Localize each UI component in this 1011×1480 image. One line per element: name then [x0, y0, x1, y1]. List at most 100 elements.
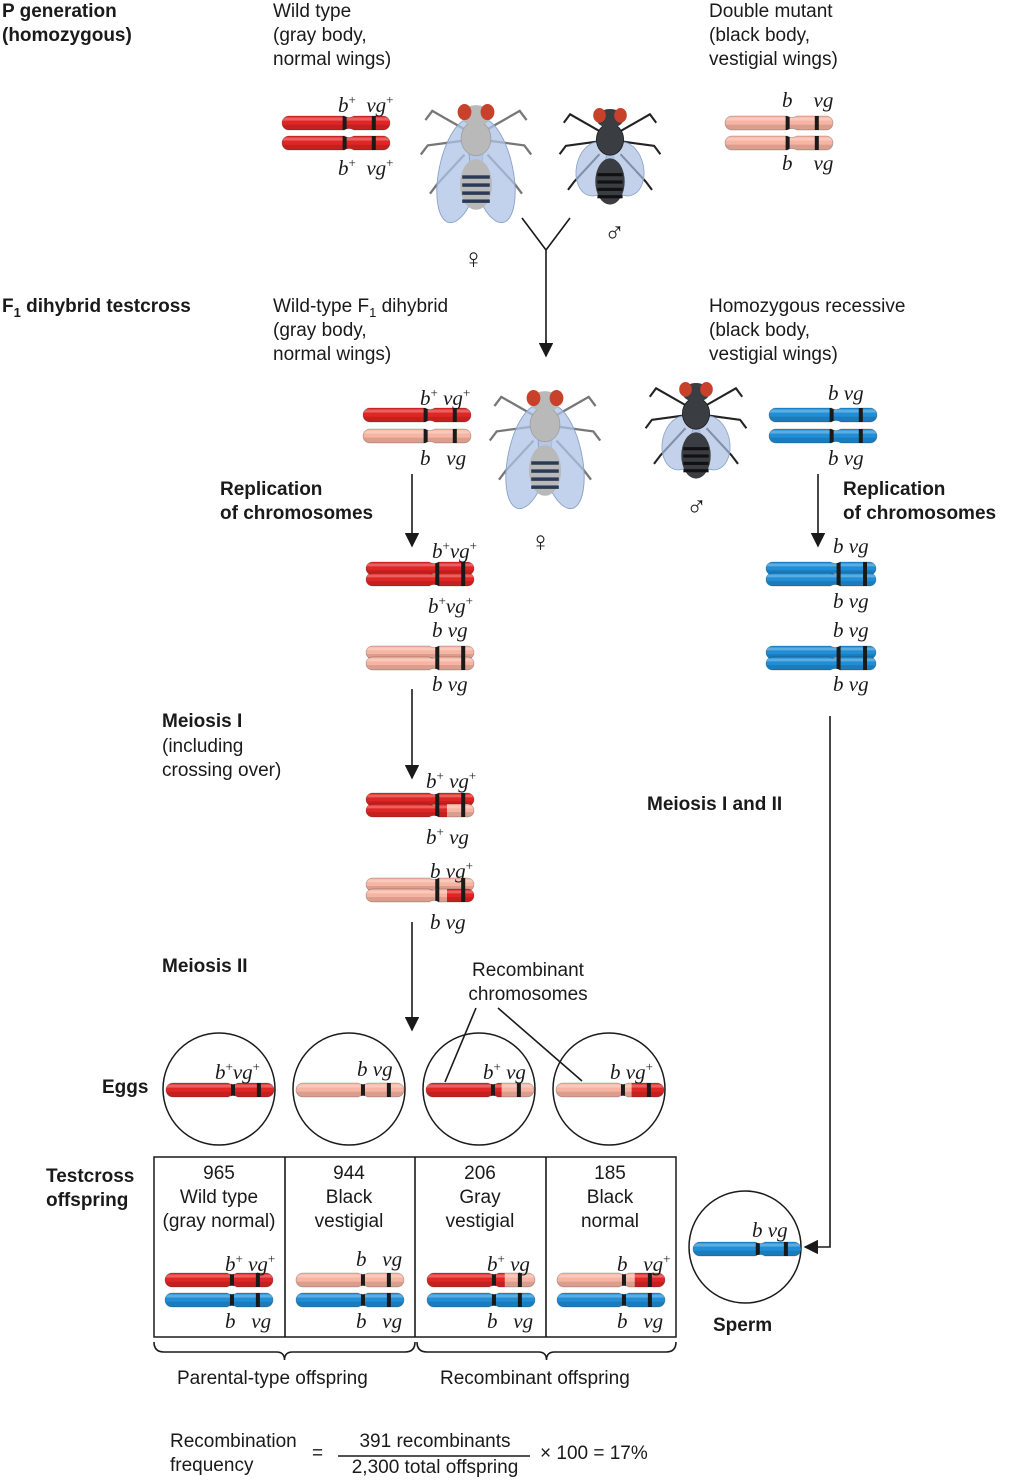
replication-right-sublabel: of chromosomes — [843, 503, 997, 524]
recessive-desc-1: (black body, — [709, 320, 811, 341]
wild-type-desc-2: normal wings) — [273, 49, 392, 70]
gene-label-rep-red-bottom: b+vg+ — [428, 593, 474, 618]
eggs-label: Eggs — [102, 1077, 149, 1098]
gene-label-rep-blue1-top: b vg — [833, 534, 869, 558]
offspring-4-line1: Black — [586, 1187, 634, 1208]
wild-type-label: Wild type — [273, 1, 352, 22]
f1-wild-type-label: Wild-type F1 dihybrid — [273, 296, 449, 320]
p-generation-sublabel: (homozygous) — [2, 25, 132, 46]
female-symbol-p: ♀ — [463, 243, 484, 274]
wild-type-desc-1: (gray body, — [273, 25, 367, 46]
f1-wild-type-desc-1: (gray body, — [273, 320, 367, 341]
fly-f1-female — [488, 390, 602, 510]
gene-label-rep-blue1-bottom: b vg — [833, 589, 869, 613]
egg-4-chromosome — [555, 1082, 665, 1098]
line-to-sperm — [806, 716, 831, 1248]
fly-wild-type-female — [419, 104, 533, 224]
meiosis-1-sub-2: crossing over) — [162, 760, 282, 781]
recombinant-chromosomes-sublabel: chromosomes — [468, 984, 588, 1005]
chromosome-p-mutant-2 — [724, 135, 834, 151]
double-mutant-label: Double mutant — [709, 1, 833, 22]
formula-tail: × 100 = 17% — [540, 1443, 648, 1464]
offspring-4-line2: normal — [580, 1211, 640, 1232]
offspring-2-gene-bottom: b vg — [356, 1309, 403, 1333]
chromosome-m1-red-b — [365, 803, 475, 818]
recessive-label: Homozygous recessive — [709, 296, 906, 317]
offspring-1-chromosome-top — [164, 1272, 274, 1288]
recombinant-offspring-label: Recombinant offspring — [440, 1368, 630, 1389]
formula-lhs-2: frequency — [170, 1455, 254, 1476]
recombinant-brace — [416, 1341, 677, 1361]
egg-1-chromosome — [165, 1082, 275, 1098]
chromosome-rep-blue-2-a — [765, 645, 877, 660]
meiosis-2-label: Meiosis II — [162, 956, 248, 977]
gene-label-rep-pink-bottom: b vg — [432, 672, 468, 696]
offspring-2-chromosome-bottom — [295, 1292, 405, 1308]
offspring-3-gene-bottom: b vg — [487, 1309, 534, 1333]
chromosome-p-wild-1 — [281, 115, 391, 131]
offspring-3-chromosome-top — [426, 1272, 536, 1288]
offspring-2-chromosome-top — [295, 1272, 405, 1288]
offspring-3-gene-top: b+ vg — [487, 1251, 530, 1276]
gene-label-rec-bottom: b vg — [828, 446, 864, 470]
chromosome-rep-blue-1-b — [765, 572, 877, 587]
female-symbol-f1: ♀ — [530, 526, 551, 557]
double-mutant-desc-2: vestigial wings) — [709, 49, 838, 70]
recombinant-pointer-2 — [497, 1007, 583, 1082]
chromosome-m1-pink-b — [365, 888, 475, 903]
offspring-1-line1: Wild type — [179, 1187, 259, 1208]
gene-label-p-wild-bottom: b+ vg+ — [338, 155, 394, 180]
meiosis-1-label: Meiosis I — [162, 711, 243, 732]
offspring-4-count: 185 — [594, 1163, 626, 1184]
replication-right-label: Replication — [843, 479, 946, 500]
egg-2-gene-label: b vg — [357, 1057, 393, 1081]
replication-left-sublabel: of chromosomes — [220, 503, 374, 524]
p-cross-lines — [521, 217, 571, 355]
offspring-4-chromosome-top — [556, 1272, 666, 1288]
egg-4-gene-label: b vg+ — [610, 1059, 653, 1084]
parental-offspring-label: Parental-type offspring — [177, 1368, 368, 1389]
offspring-3-count: 206 — [464, 1163, 496, 1184]
chromosome-rep-blue-2-b — [765, 656, 877, 671]
formula-numerator: 391 recombinants — [359, 1431, 511, 1452]
recombinant-pointer-1 — [444, 1007, 477, 1083]
gene-label-m1-red-bottom: b+ vg — [426, 824, 469, 849]
offspring-3-chromosome-bottom — [426, 1292, 536, 1308]
p-generation-label: P generation — [2, 1, 117, 22]
offspring-2-count: 944 — [333, 1163, 365, 1184]
egg-3-gene-label: b+ vg — [483, 1059, 526, 1084]
testcross-offspring-sublabel: offspring — [46, 1190, 129, 1211]
offspring-4-chromosome-bottom — [556, 1292, 666, 1308]
sperm-chromosome — [692, 1241, 802, 1257]
male-symbol-f1: ♂ — [686, 491, 707, 522]
egg-2-chromosome — [295, 1082, 405, 1098]
chromosome-rep-pink-b — [365, 656, 475, 671]
offspring-2-line1: Black — [325, 1187, 373, 1208]
gene-label-f1-top: b+ vg+ — [420, 385, 471, 410]
gene-label-f1-bottom: b vg — [420, 446, 467, 470]
meiosis-1-sub-1: (including — [162, 736, 244, 757]
f1-wild-type-desc-2: normal wings) — [273, 344, 392, 365]
sperm-gene-label: b vg — [752, 1218, 788, 1242]
chromosome-f1-red — [362, 407, 472, 423]
chromosome-m1-red-a — [365, 792, 475, 807]
offspring-4-gene-top: b vg+ — [617, 1251, 671, 1276]
offspring-1-gene-bottom: b vg — [225, 1309, 272, 1333]
chromosome-f1-pink — [362, 428, 472, 444]
offspring-4-gene-bottom: b vg — [617, 1309, 664, 1333]
formula-denominator: 2,300 total offspring — [351, 1457, 519, 1478]
gene-label-m1-pink-top: b vg+ — [430, 858, 473, 883]
chromosome-rep-blue-1-a — [765, 561, 877, 576]
double-mutant-desc-1: (black body, — [709, 25, 811, 46]
gene-label-rep-blue2-top: b vg — [833, 618, 869, 642]
formula-equals: = — [312, 1443, 324, 1464]
chromosome-rec-blue-1 — [768, 407, 878, 423]
offspring-3-line2: vestigial — [445, 1211, 515, 1232]
chromosome-p-wild-2 — [281, 135, 391, 151]
fly-recessive-male — [644, 382, 748, 479]
parental-brace — [153, 1341, 416, 1361]
testcross-offspring-label: Testcross — [46, 1166, 135, 1187]
offspring-2-line2: vestigial — [314, 1211, 384, 1232]
chromosome-p-mutant-1 — [724, 115, 834, 131]
replication-left-label: Replication — [220, 479, 323, 500]
